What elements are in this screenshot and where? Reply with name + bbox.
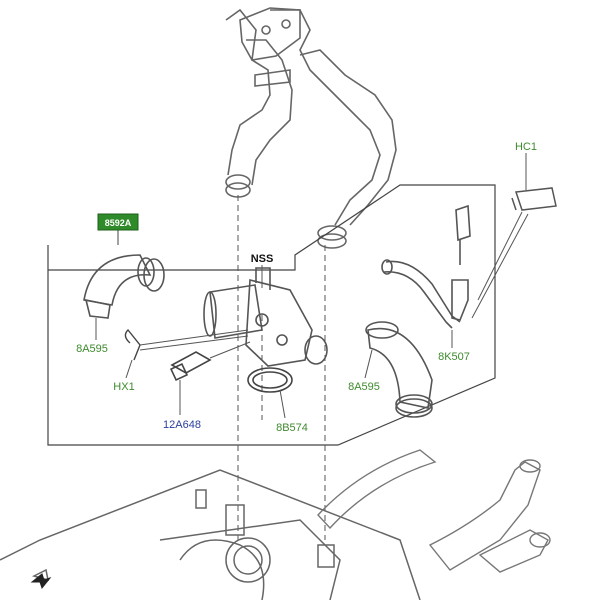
top-manifold	[239, 7, 301, 87]
clip-hx1	[124, 328, 141, 361]
upper-hose-left	[225, 8, 293, 198]
lower-right-hoses	[317, 449, 551, 573]
gasket-ring	[247, 367, 293, 393]
left-hose	[83, 254, 165, 319]
right-hose	[365, 321, 433, 418]
part-label-sensor: 12A648	[163, 419, 201, 431]
part-label-gasket: 8B574	[276, 422, 308, 434]
part-label-hose-right: 8A595	[348, 381, 380, 393]
upper-hose-right	[270, 9, 397, 249]
coolant-pipe	[381, 204, 471, 329]
temperature-sensor	[169, 351, 212, 382]
arrow-bolt-icon	[30, 573, 52, 590]
bracket-hc1	[511, 187, 557, 211]
coolant-housing	[203, 267, 328, 367]
lower-engine-assembly	[0, 469, 421, 600]
part-label-nss: NSS	[251, 253, 274, 265]
part-label-hc1: HC1	[515, 141, 537, 153]
assembly-badge: 8592A	[97, 213, 139, 231]
part-label-pipe: 8K507	[438, 351, 470, 363]
part-label-hose-left: 8A595	[76, 343, 108, 355]
leader-lines	[95, 153, 529, 419]
part-label-clip: HX1	[113, 381, 134, 393]
assembly-badge-label: 8592A	[105, 218, 132, 228]
centerlines	[237, 195, 326, 540]
assembly-boundary	[47, 184, 496, 446]
